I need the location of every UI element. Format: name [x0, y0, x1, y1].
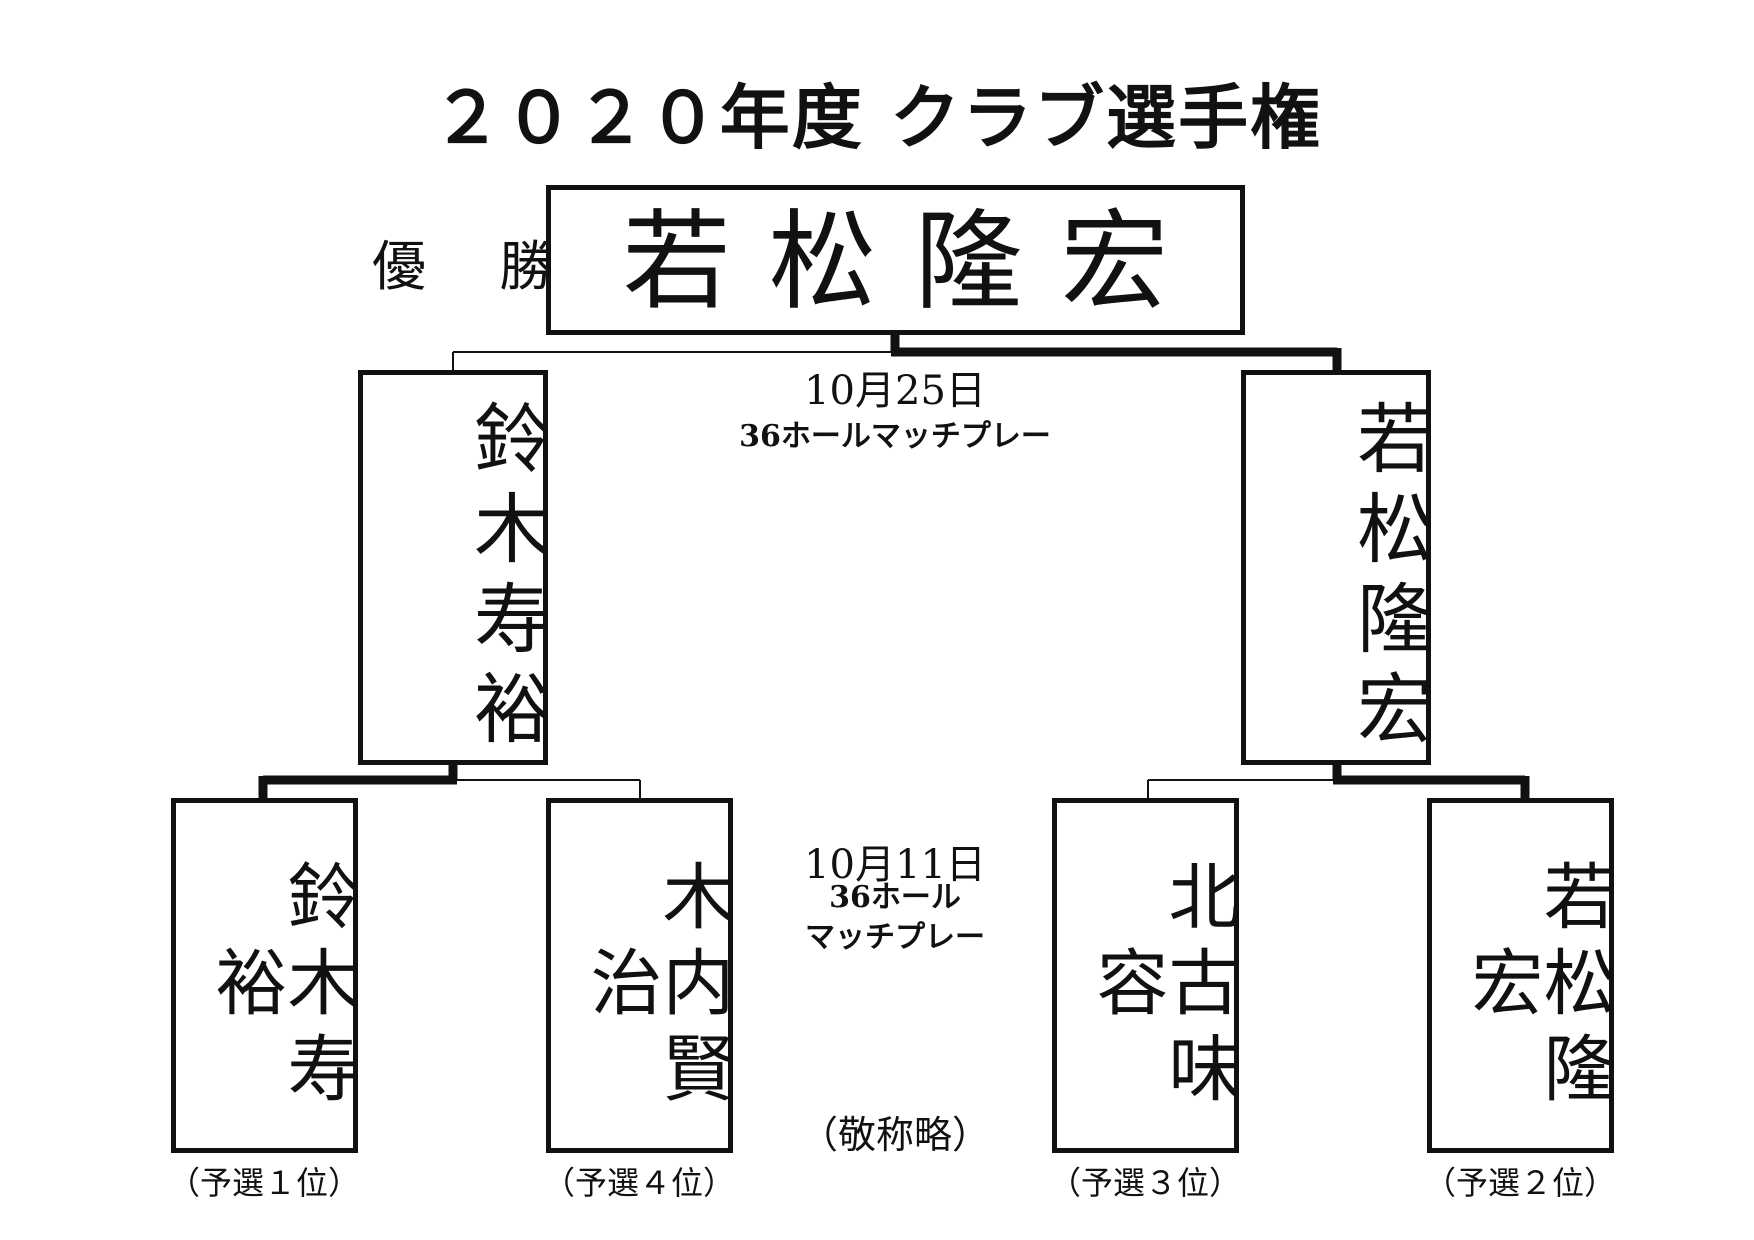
semifinalist-right-name: 若松隆宏 [1344, 399, 1433, 759]
champion-box: 若松隆宏 [546, 185, 1245, 335]
qf-player-1-name: 鈴木寿裕 [203, 858, 359, 1117]
qf-player-3-box: 北古味容 [1052, 798, 1240, 1153]
semifinalist-left-name: 鈴木寿裕 [461, 399, 550, 759]
final-format: 36ホールマッチプレー [739, 419, 1051, 454]
qf-player-4-name: 若松隆宏 [1459, 858, 1615, 1117]
semifinalist-left-box: 鈴木寿裕 [358, 370, 550, 765]
page-title: ２０２０年度 クラブ選手権 [431, 77, 1323, 159]
semifinalist-right-box: 若松隆宏 [1241, 370, 1433, 765]
qf-player-2-seed: （予選４位） [542, 1164, 735, 1202]
qf-player-4-box: 若松隆宏 [1427, 798, 1615, 1153]
qf-player-3-name: 北古味容 [1084, 858, 1240, 1117]
champion-label: 優 勝 [372, 235, 582, 298]
qf-player-2-box: 木内賢治 [546, 798, 734, 1153]
qf-player-1-seed: （予選１位） [167, 1164, 360, 1202]
qf-player-3-seed: （予選３位） [1048, 1164, 1241, 1202]
qf-player-4-seed: （予選２位） [1423, 1164, 1616, 1202]
qf-format-line2: マッチプレー [805, 920, 985, 955]
qf-player-1-box: 鈴木寿裕 [171, 798, 359, 1153]
champion-name: 若松隆宏 [622, 200, 1207, 325]
final-date: 10月25日 [804, 368, 986, 414]
qf-date: 10月11日 [804, 842, 986, 888]
qf-player-2-name: 木内賢治 [578, 858, 734, 1117]
qf-note: （敬称略） [799, 1113, 990, 1157]
qf-format-line1: 36ホール [829, 880, 961, 915]
